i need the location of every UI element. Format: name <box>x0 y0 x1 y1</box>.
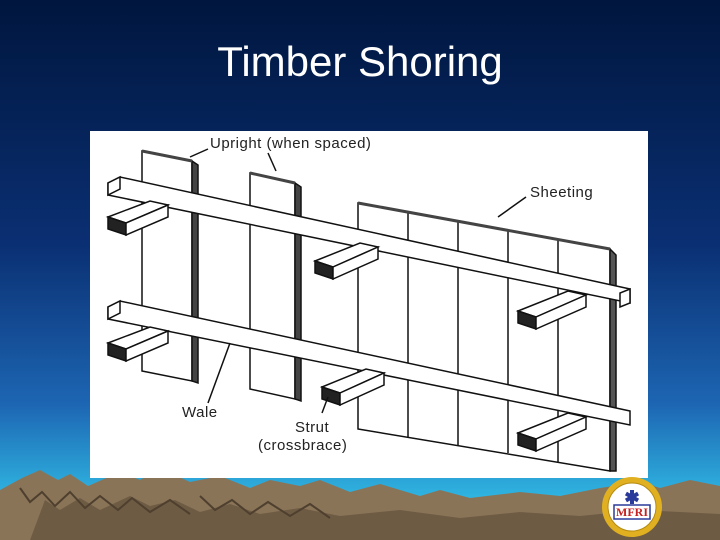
wale-upper-end <box>619 287 631 309</box>
logo-text: MFRI <box>616 505 648 519</box>
leader-strut <box>321 396 329 414</box>
sheeting-edge <box>609 247 617 472</box>
mountain-range <box>0 468 720 540</box>
timber-shoring-diagram: Upright (when spaced) Sheeting Wale Stru… <box>90 131 648 478</box>
star-of-life-icon <box>624 490 640 504</box>
label-strut: Strut <box>295 419 330 436</box>
leader-sheeting <box>497 196 527 218</box>
slide-title: Timber Shoring <box>217 38 503 85</box>
mountain-ridge-texture-2 <box>199 495 331 519</box>
label-crossbrace: (crossbrace) <box>258 437 348 454</box>
leader-wale <box>207 342 231 404</box>
leader-upright-middle <box>267 152 277 172</box>
label-sheeting: Sheeting <box>530 184 594 201</box>
mountain-ridge-texture <box>19 487 191 515</box>
leader-upright-left <box>189 148 209 158</box>
label-upright: Upright (when spaced) <box>210 135 372 152</box>
label-wale: Wale <box>182 404 218 421</box>
diagram-drawing <box>105 148 631 472</box>
mfri-logo: MFRI <box>602 477 662 537</box>
mountain-shade <box>30 496 720 540</box>
